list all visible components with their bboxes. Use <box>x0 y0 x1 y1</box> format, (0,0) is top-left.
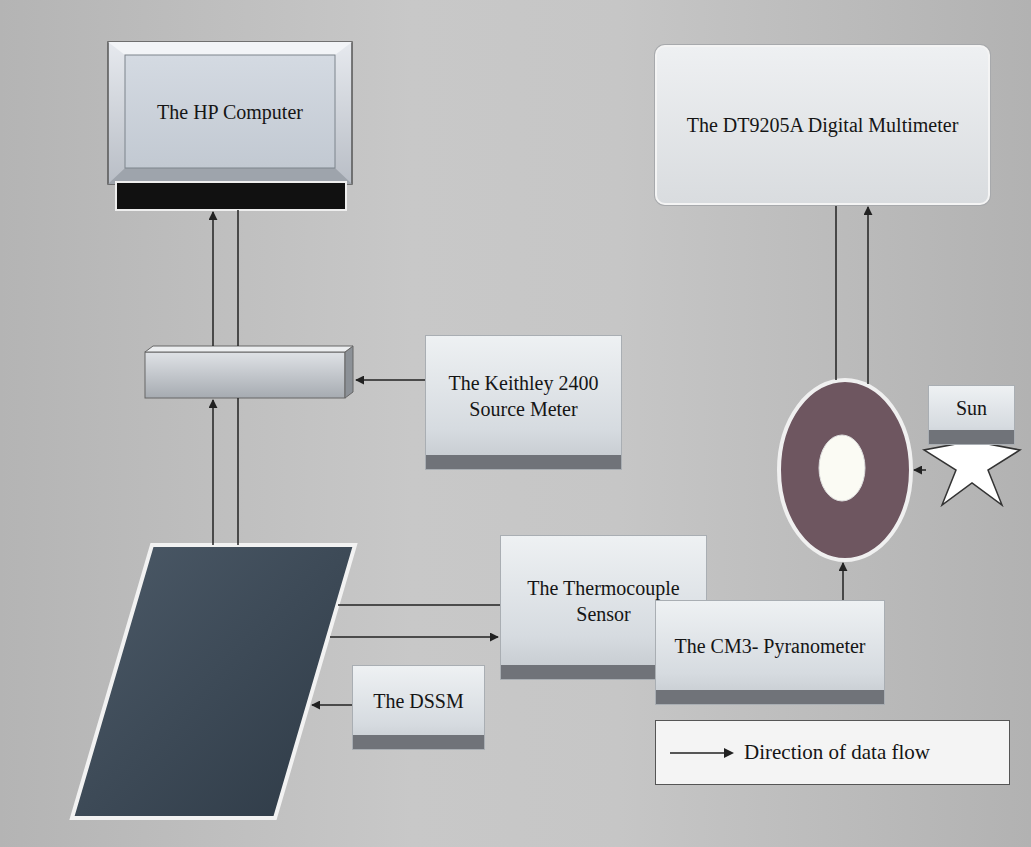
legend-box: Direction of data flow <box>655 720 1010 785</box>
node-label: The DSSM <box>373 688 464 714</box>
computer-screen: The HP Computer <box>125 55 335 168</box>
node-label: Sun <box>956 395 987 421</box>
solar-module <box>72 545 355 818</box>
label-box: Sun <box>928 385 1015 445</box>
label-box: The Keithley 2400 Source Meter <box>425 335 622 470</box>
label-box: The CM3- Pyranometer <box>655 600 885 705</box>
node-label: The CM3- Pyranometer <box>674 633 865 659</box>
node-label: The Keithley 2400 Source Meter <box>434 370 613 422</box>
pyranometer-symbol <box>779 380 911 560</box>
node-label: The DT9205A Digital Multimeter <box>687 112 959 138</box>
source-meter-body <box>145 346 353 398</box>
node-label: The HP Computer <box>157 99 303 125</box>
data-flow-arrows <box>213 205 926 705</box>
computer-monitor <box>108 42 352 210</box>
label-box: The DSSM <box>352 665 485 750</box>
legend-arrow-sample <box>668 743 738 763</box>
multimeter-box: The DT9205A Digital Multimeter <box>655 45 990 205</box>
legend-text: Direction of data flow <box>744 740 930 765</box>
